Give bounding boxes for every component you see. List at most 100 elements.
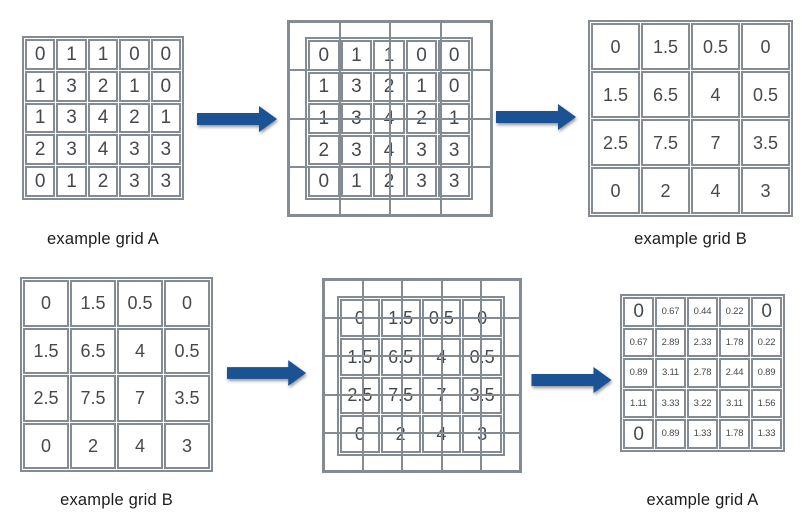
grid-cell: 1: [438, 103, 470, 134]
grid-cell: 2: [70, 422, 116, 469]
grid-cell: 3: [56, 134, 87, 166]
grid-cell: 2.44: [719, 358, 750, 388]
grid-cell: 1: [308, 103, 340, 134]
grid-cell: 0: [623, 419, 654, 449]
grid-cell: 1.5: [340, 337, 380, 376]
grid-cell: 1: [87, 39, 119, 70]
grid-cell: 0: [150, 39, 181, 70]
grid-cell: 2.78: [687, 358, 718, 388]
grid-cell: 7: [691, 119, 740, 166]
grid-cell: 0.5: [462, 337, 502, 376]
grid-cell: 0.5: [164, 327, 210, 374]
grid-cell: 0: [119, 39, 150, 70]
grid-cell: 2.89: [655, 327, 686, 358]
grid-cell: 0: [340, 299, 380, 337]
grid-cell: 6.5: [70, 327, 116, 374]
grid-cell: 1: [373, 40, 405, 71]
grid-cell: 1: [119, 70, 150, 102]
grid-cell: 0: [150, 70, 181, 102]
grid-cell: 4: [87, 134, 119, 166]
grid-cell: 3: [119, 166, 150, 197]
grid-cell: 3: [164, 422, 210, 469]
grid-cell: 0: [23, 280, 69, 327]
grid-cell: 2: [405, 103, 438, 134]
grid-cell: 4: [373, 103, 405, 134]
grid-cell: 3: [438, 134, 470, 166]
grid-cell: 0: [25, 39, 56, 70]
grid-cell: 3: [119, 134, 150, 166]
grid-cell: 1.78: [719, 327, 750, 358]
grid-cell: 4: [117, 327, 163, 374]
grid-cell: 2: [119, 102, 150, 134]
grid-cell: 0: [438, 71, 470, 103]
grid-cell: 3.22: [687, 388, 718, 419]
grid-cell: 7.5: [380, 376, 421, 415]
grid-cell: 2: [373, 71, 405, 103]
grid-cell: 0.89: [751, 358, 782, 388]
grid-cell: 0.5: [741, 71, 790, 118]
grid-cell: 1: [405, 71, 438, 103]
grid-cell: 0.5: [421, 299, 462, 337]
grid-cell: 4: [373, 134, 405, 166]
grid-cell: 1: [340, 40, 373, 71]
grid-cell: 0: [751, 297, 782, 327]
grid-cell: 3: [56, 102, 87, 134]
grid-cell: 6.5: [641, 71, 690, 118]
grid-cell: 3.11: [655, 358, 686, 388]
grid-cell: 1.5: [641, 23, 690, 70]
caption-grid-b-source: example grid B: [60, 491, 173, 509]
grid-cell: 3: [150, 166, 181, 197]
grid-cell: 1: [56, 39, 87, 70]
grid-cell: 2: [308, 134, 340, 166]
grid-cell: 1.56: [751, 388, 782, 419]
grid-cell: 0: [591, 23, 640, 70]
grid-cell: 1.78: [719, 419, 750, 449]
grid-cell: 2.5: [591, 119, 640, 166]
grid-cell: 3.5: [462, 376, 502, 415]
grid-cell: 0.67: [655, 297, 686, 327]
grid-cell: 2.5: [23, 375, 69, 422]
grid-cell: 2.33: [687, 327, 718, 358]
grid-cell: 3.5: [741, 119, 790, 166]
grid-cell: 0: [164, 280, 210, 327]
grid-cell: 3: [56, 70, 87, 102]
grid-cell: 4: [421, 415, 462, 453]
grid-cell: 0.22: [719, 297, 750, 327]
grid-cell: 4: [421, 337, 462, 376]
grid-cell: 1: [308, 71, 340, 103]
right-arrow-icon: [197, 106, 277, 132]
grid-cell: 7.5: [641, 119, 690, 166]
grid-cell: 0: [405, 40, 438, 71]
grid-cell: 0.67: [623, 327, 654, 358]
grid-cell: 1.33: [687, 419, 718, 449]
right-arrow-icon: [531, 367, 612, 393]
grid-cell: 3: [150, 134, 181, 166]
grid-cell: 1: [56, 166, 87, 197]
grid-cell: 0: [308, 166, 340, 197]
grid-cell: 3: [340, 103, 373, 134]
grid-cell: 0.22: [751, 327, 782, 358]
grid-cell: 1.5: [70, 280, 116, 327]
grid-cell: 1.11: [623, 388, 654, 419]
grid-cell: 0: [741, 23, 790, 70]
grid-cell: 1.5: [591, 71, 640, 118]
grid-cell: 1: [25, 102, 56, 134]
grid-cell: 3: [438, 166, 470, 197]
grid-cell: 3: [741, 167, 790, 214]
grid-cell: 3: [462, 415, 502, 453]
grid-cell: 0.5: [691, 23, 740, 70]
grid-cell: 0: [462, 299, 502, 337]
grid-cell: 1.5: [380, 299, 421, 337]
grid-cell: 3: [340, 134, 373, 166]
grid-cell: 3.11: [719, 388, 750, 419]
grid-cell: 4: [691, 71, 740, 118]
grid-cell: 2: [87, 70, 119, 102]
grid-cell: 3: [405, 134, 438, 166]
